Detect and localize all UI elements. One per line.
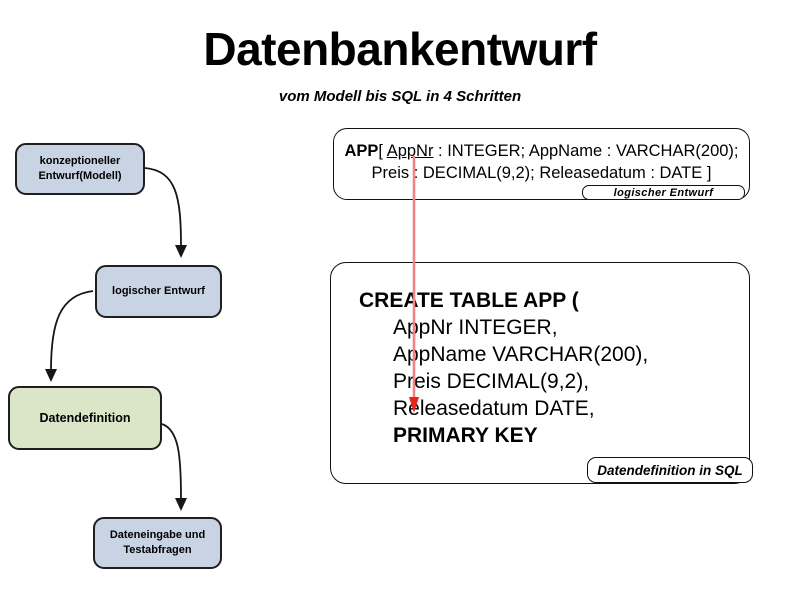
flow-arrow-2-head: [45, 369, 57, 382]
primary-key-attribute: AppNr: [386, 142, 434, 160]
relation-schema-line2: Preis : DECIMAL(9,2); Releasedatum : DAT…: [371, 164, 712, 182]
flow-step-dateneingabe-testabfragen: Dateneingabe und Testabfragen: [93, 517, 222, 569]
sql-line: AppName VARCHAR(200),: [393, 343, 649, 366]
sql-ddl-box: CREATE TABLE APP ( AppNr INTEGER, AppNam…: [330, 262, 750, 484]
sql-line: CREATE TABLE APP (: [359, 289, 579, 312]
page-title: Datenbankentwurf: [203, 23, 597, 75]
page-subtitle: vom Modell bis SQL in 4 Schritten: [278, 88, 522, 105]
flow-step-label: Dateneingabe und: [109, 529, 206, 541]
flow-step-label: logischer Entwurf: [112, 285, 205, 297]
sql-line: Preis DECIMAL(9,2),: [393, 370, 590, 393]
flow-step-datendefinition: Datendefinition: [8, 386, 162, 450]
flow-step-label: Entwurf(Modell): [38, 170, 122, 182]
flow-arrow-3-head: [175, 498, 187, 511]
flow-step-label: Datendefinition: [39, 410, 131, 425]
flow-arrow-1: [144, 167, 182, 247]
flow-step-label: konzeptioneller: [39, 155, 121, 167]
label-tab-datendefinition-in-sql: Datendefinition in SQL: [587, 457, 753, 483]
table-name: APP: [344, 142, 379, 160]
schema-attributes-1: : INTEGER; AppName : VARCHAR(200);: [433, 142, 739, 160]
flow-arrow-2: [50, 290, 94, 371]
sql-line: Releasedatum DATE,: [393, 397, 595, 420]
sql-line: PRIMARY KEY: [393, 424, 538, 447]
flow-step-konzeptioneller-entwurf: konzeptioneller Entwurf(Modell): [15, 143, 145, 195]
relation-schema-line1: APP[ AppNr : INTEGER; AppName : VARCHAR(…: [334, 140, 749, 162]
flow-step-logischer-entwurf: logischer Entwurf: [95, 265, 222, 318]
bracket-open: [: [378, 142, 387, 160]
flow-step-label: Testabfragen: [123, 544, 192, 556]
relation-schema-box: APP[ AppNr : INTEGER; AppName : VARCHAR(…: [333, 128, 750, 200]
sql-line: AppNr INTEGER,: [393, 316, 558, 339]
flow-arrow-3: [161, 423, 182, 500]
flow-arrow-1-head: [175, 245, 187, 258]
label-tab-logischer-entwurf: logischer Entwurf: [582, 185, 745, 200]
